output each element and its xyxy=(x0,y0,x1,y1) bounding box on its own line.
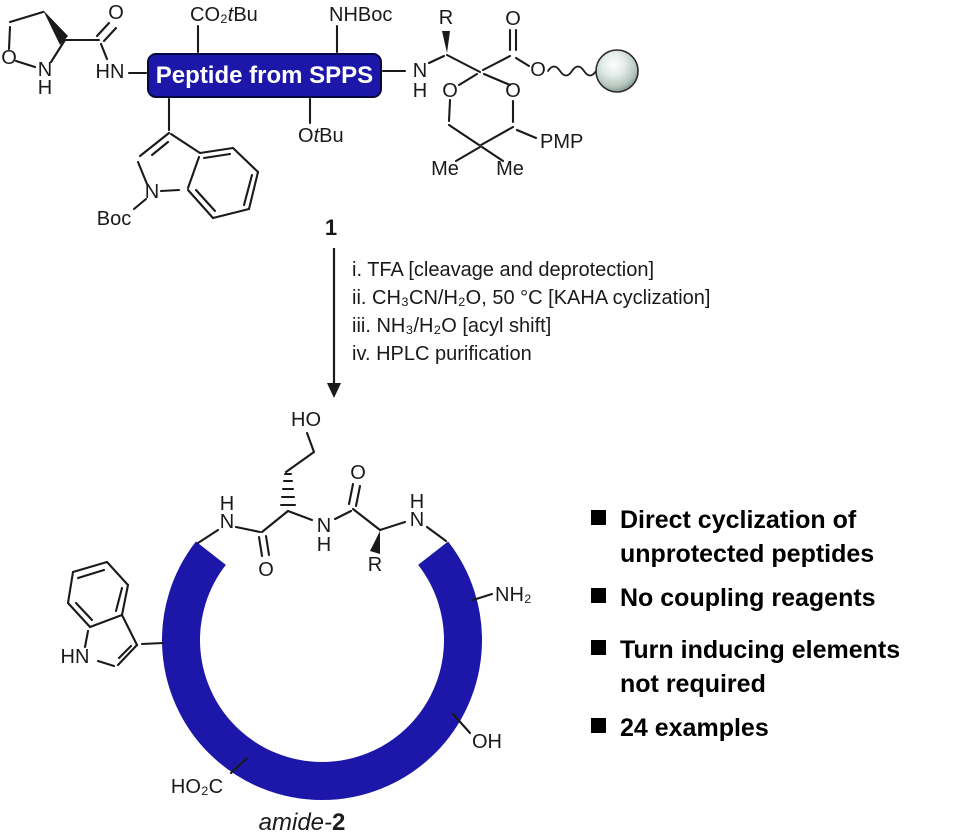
atom-label-o-carbonyl-right: O xyxy=(505,8,521,30)
group-label-otbu: OtBu xyxy=(298,125,344,147)
resin-bead xyxy=(595,49,639,93)
list-item: No coupling reagents xyxy=(591,581,876,615)
condition-step-3: iii. NH₃/H₂O [acyl shift] xyxy=(352,315,552,337)
compound-name-bold-part: 2 xyxy=(332,809,346,836)
group-label-boc: Boc xyxy=(96,208,132,230)
indole-top xyxy=(132,131,260,220)
compound-name-amide-2: amide-2 xyxy=(259,809,346,837)
bullet-text-line: unprotected peptides xyxy=(620,540,875,568)
atom-label-n3-cycle: N xyxy=(409,509,425,531)
reaction-arrow xyxy=(327,248,341,398)
group-label-nhboc: NHBoc xyxy=(329,4,393,26)
atom-label-n1-cycle: N xyxy=(219,511,235,533)
group-label-me-right: Me xyxy=(496,158,524,180)
group-label-me-left: Me xyxy=(431,158,459,180)
square-bullet-icon xyxy=(591,718,606,733)
group-label-pmp: PMP xyxy=(540,131,584,153)
bullet-text-line: Turn inducing elements xyxy=(620,636,901,664)
condition-step-4: iv. HPLC purification xyxy=(352,343,532,365)
group-label-nh2: NH₂ xyxy=(495,584,532,606)
atom-label-h3-cycle: H xyxy=(409,491,425,513)
square-bullet-icon xyxy=(591,588,606,603)
list-item: 24 examples xyxy=(591,711,769,745)
group-label-ho2c: HO₂C xyxy=(170,776,224,798)
atom-label-o2-cycle: O xyxy=(350,462,366,484)
atom-label-n-indole-top: N xyxy=(144,181,160,203)
atom-label-n2-cycle: N xyxy=(316,515,332,537)
square-bullet-icon xyxy=(591,640,606,655)
group-label-r-cycle: R xyxy=(367,554,383,576)
atom-label-o-carbonyl-left: O xyxy=(108,2,124,24)
atom-label-o-isoxazolidine: O xyxy=(1,47,17,69)
atom-label-h-right: H xyxy=(412,80,428,102)
bullet-text-line: No coupling reagents xyxy=(620,584,876,612)
peptide-box-label: Peptide from SPPS xyxy=(155,61,374,89)
atom-label-o-ring-right: O xyxy=(505,80,521,102)
atom-label-n-right: N xyxy=(412,60,428,82)
list-item: Direct cyclization of unprotected peptid… xyxy=(591,503,874,571)
peptide-from-spps-box: Peptide from SPPS xyxy=(147,53,382,98)
bullet-text-line: Direct cyclization of xyxy=(620,506,857,534)
group-label-oh: OH xyxy=(472,731,502,753)
macrocycle-ring xyxy=(162,541,482,801)
compound-number-1: 1 xyxy=(324,215,338,240)
list-item: Turn inducing elements not required xyxy=(591,633,900,701)
macrocycle-backbone xyxy=(196,431,494,775)
atom-label-h1-cycle: H xyxy=(219,493,235,515)
atom-label-hn-amide: HN xyxy=(95,61,125,83)
atom-label-n-isoxazolidine: N xyxy=(37,59,53,81)
group-label-ho: HO xyxy=(291,409,321,431)
reaction-conditions: i. TFA [cleavage and deprotection] ii. C… xyxy=(352,256,710,368)
atom-label-o1-cycle: O xyxy=(258,559,274,581)
compound-name-italic-part: amide- xyxy=(258,809,332,836)
peptide-box-stems xyxy=(167,24,407,132)
atom-label-o-ring-left: O xyxy=(442,80,458,102)
atom-label-h2-cycle: H xyxy=(316,534,332,556)
bullet-text-line: not required xyxy=(620,670,766,698)
atom-label-o-ester: O xyxy=(530,59,546,81)
group-label-r-top: R xyxy=(438,7,454,29)
square-bullet-icon xyxy=(591,510,606,525)
condition-step-1: i. TFA [cleavage and deprotection] xyxy=(352,259,655,281)
atom-label-h-isoxazolidine: H xyxy=(37,77,53,99)
bullet-text-line: 24 examples xyxy=(620,714,769,742)
atom-label-hn-indole-bottom: HN xyxy=(60,646,90,668)
condition-step-2: ii. CH₃CN/H₂O, 50 °C [KAHA cyclization] xyxy=(352,287,711,309)
isoxazolidine-structure xyxy=(7,10,148,75)
indole-bottom xyxy=(66,560,165,668)
group-label-co2tbu: CO₂tBu xyxy=(190,4,258,26)
linker-structure xyxy=(427,28,597,163)
